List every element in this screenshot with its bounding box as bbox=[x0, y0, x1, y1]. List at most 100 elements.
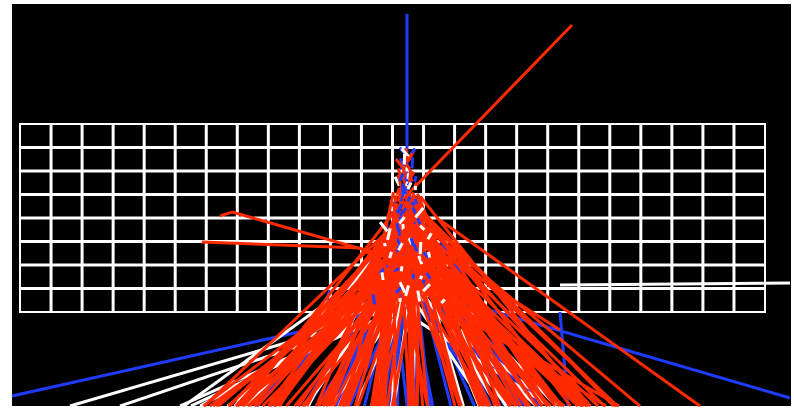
red-track bbox=[405, 23, 574, 197]
core-segment bbox=[388, 251, 393, 259]
core-segment bbox=[423, 274, 428, 279]
core-segment bbox=[440, 298, 446, 305]
core-segment bbox=[406, 198, 414, 212]
core-segment bbox=[378, 221, 389, 233]
red-track bbox=[404, 224, 482, 407]
core-segment bbox=[375, 281, 380, 291]
core-segment bbox=[413, 175, 418, 183]
core-segment bbox=[380, 272, 385, 281]
core-segment bbox=[384, 246, 389, 259]
core-segment bbox=[416, 217, 422, 225]
red-track bbox=[393, 264, 566, 408]
core-segment bbox=[426, 266, 433, 275]
core-segment bbox=[417, 255, 424, 265]
core-segment bbox=[411, 265, 418, 275]
red-track bbox=[397, 194, 564, 407]
red-tracks bbox=[201, 23, 701, 408]
core-segment bbox=[426, 232, 433, 241]
core-segment bbox=[404, 285, 411, 297]
core-segment bbox=[408, 250, 414, 256]
core-segment bbox=[403, 195, 409, 201]
detector-grid bbox=[19, 123, 766, 313]
core-segment bbox=[398, 216, 406, 225]
core-segment bbox=[410, 278, 421, 291]
core-segment bbox=[395, 187, 401, 196]
core-segment bbox=[412, 243, 419, 253]
red-track bbox=[439, 218, 701, 408]
core-segment bbox=[398, 297, 402, 303]
core-segment bbox=[422, 251, 430, 259]
core-segment bbox=[413, 198, 418, 205]
core-segment bbox=[410, 226, 416, 232]
core-segment bbox=[410, 201, 416, 207]
red-track bbox=[219, 210, 233, 218]
core-segment bbox=[401, 166, 406, 175]
core-segment bbox=[400, 147, 410, 158]
core-segment bbox=[396, 227, 402, 233]
core-segment bbox=[416, 290, 422, 302]
core-segment bbox=[393, 232, 399, 241]
core-segment bbox=[394, 158, 405, 170]
core-segment bbox=[416, 195, 423, 204]
red-track bbox=[401, 223, 590, 408]
red-track bbox=[203, 223, 396, 408]
core-segment bbox=[419, 275, 424, 280]
core-segment bbox=[414, 206, 425, 219]
core-segment bbox=[393, 176, 401, 187]
core-segment bbox=[389, 199, 399, 211]
core-segment bbox=[395, 205, 402, 214]
core-segment bbox=[386, 227, 392, 241]
red-track bbox=[202, 259, 396, 408]
core-segment bbox=[404, 263, 409, 268]
core-segment bbox=[409, 253, 415, 266]
core-segment bbox=[406, 152, 413, 162]
core-segment bbox=[402, 236, 409, 245]
core-segment bbox=[410, 171, 416, 178]
core-segment bbox=[402, 185, 408, 195]
red-track bbox=[305, 235, 398, 407]
core-segment bbox=[405, 214, 412, 226]
core-segment bbox=[421, 283, 431, 293]
core-segment bbox=[393, 240, 398, 251]
core-segment bbox=[407, 172, 413, 183]
shower-core bbox=[371, 146, 446, 305]
core-segment bbox=[398, 207, 408, 217]
core-segment bbox=[406, 181, 413, 190]
core-segment bbox=[393, 271, 399, 283]
white-track bbox=[559, 281, 791, 287]
red-track bbox=[415, 216, 497, 407]
red-track bbox=[429, 228, 641, 408]
red-track bbox=[252, 204, 409, 407]
core-segment bbox=[397, 242, 404, 251]
core-segment bbox=[418, 241, 423, 255]
core-segment bbox=[405, 181, 410, 187]
core-segment bbox=[396, 193, 402, 203]
core-segment bbox=[421, 230, 429, 237]
core-segment bbox=[399, 266, 404, 272]
core-segment bbox=[371, 294, 377, 305]
core-segment bbox=[401, 274, 407, 283]
core-segment bbox=[419, 224, 426, 231]
core-segment bbox=[391, 231, 396, 240]
core-segment bbox=[406, 196, 412, 203]
core-segment bbox=[394, 285, 403, 294]
core-segment bbox=[410, 157, 415, 169]
core-segment bbox=[410, 290, 415, 297]
core-segment bbox=[420, 257, 428, 266]
red-track bbox=[407, 201, 592, 407]
red-track bbox=[405, 222, 600, 408]
core-segment bbox=[372, 288, 379, 295]
core-segment bbox=[425, 272, 432, 280]
core-segment bbox=[426, 251, 432, 258]
core-segment bbox=[375, 276, 383, 287]
core-segment bbox=[382, 261, 387, 267]
red-track bbox=[401, 193, 618, 408]
core-segment bbox=[411, 206, 417, 215]
red-track bbox=[234, 231, 395, 408]
core-segment bbox=[398, 281, 407, 294]
red-track bbox=[371, 195, 398, 407]
core-segment bbox=[396, 168, 403, 178]
core-segment bbox=[413, 181, 419, 187]
